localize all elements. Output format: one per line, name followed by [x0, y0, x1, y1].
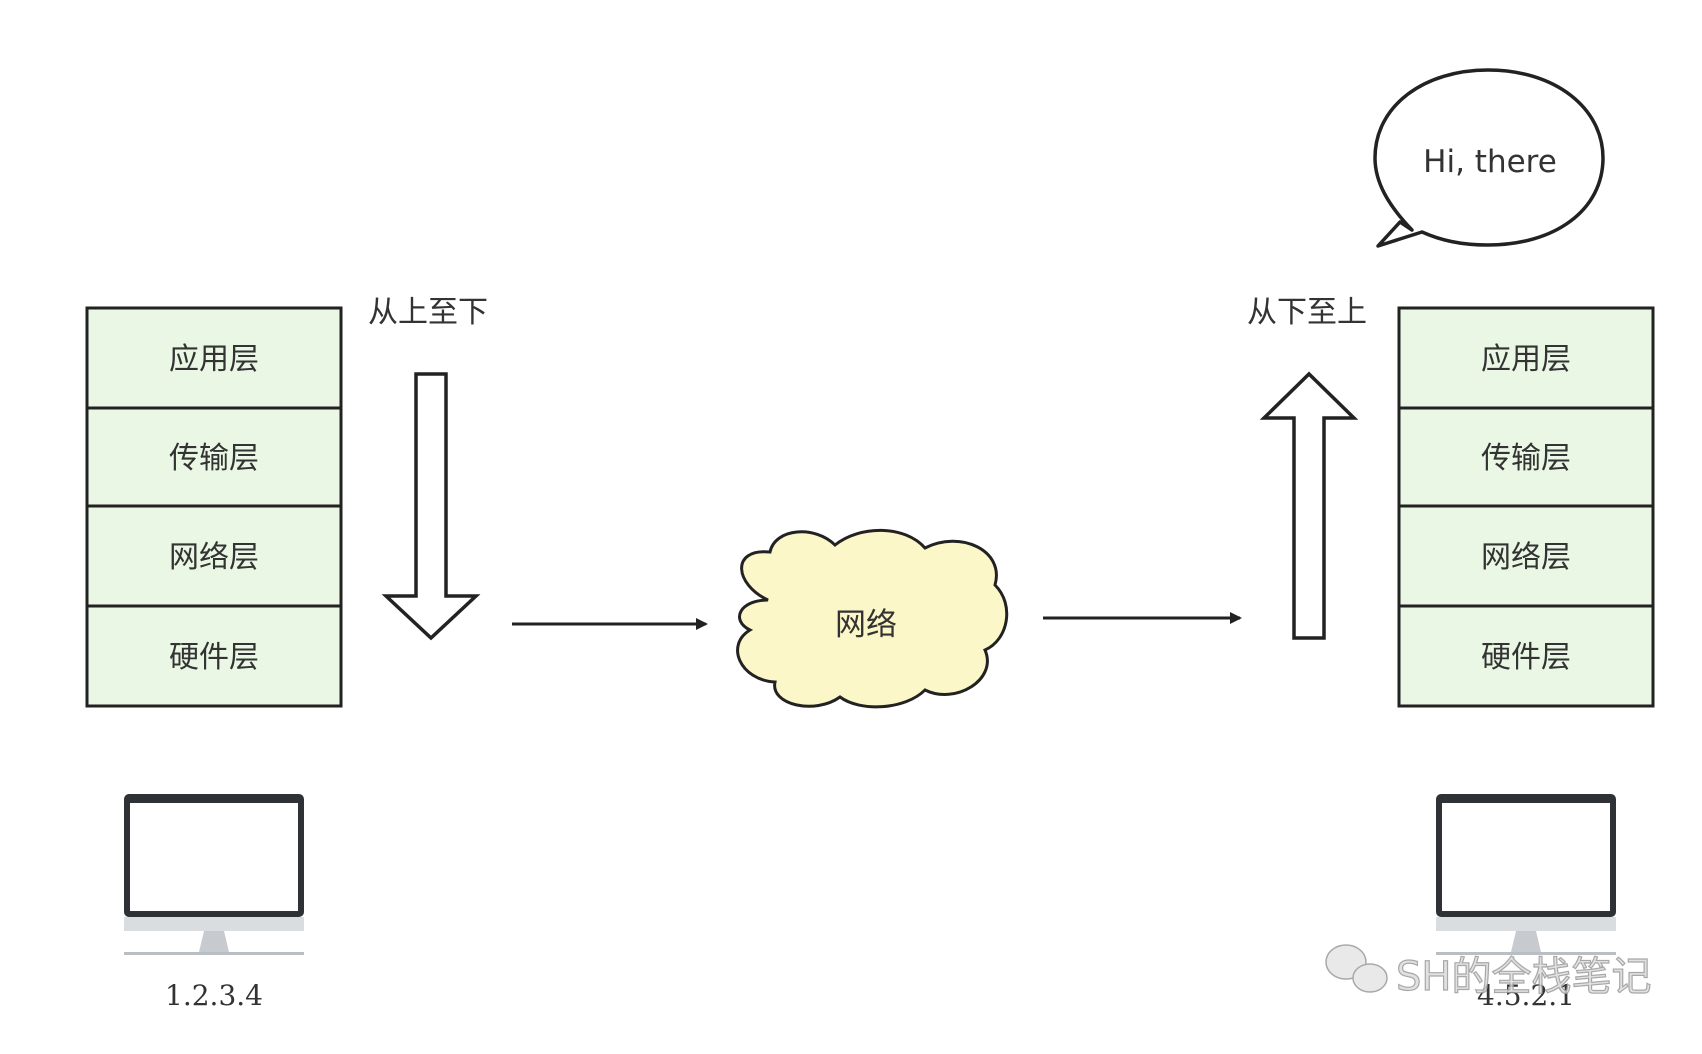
left-computer: 1.2.3.4: [124, 794, 304, 1012]
speech-bubble-text: Hi, there: [1423, 144, 1557, 180]
network-label: 网络: [835, 607, 897, 643]
right-layer-hardware: 硬件层: [1481, 640, 1571, 675]
right-protocol-stack: 应用层 传输层 网络层 硬件层: [1397, 306, 1655, 708]
monitor-icon: [124, 794, 304, 955]
network-cloud: 网络: [736, 528, 1009, 709]
right-layer-application: 应用层: [1481, 342, 1571, 377]
cloud-icon: [736, 528, 1009, 709]
up-arrow-icon: [1259, 371, 1359, 640]
speech-bubble: Hi, there: [1373, 68, 1605, 248]
left-layer-box-hardware: [85, 604, 343, 708]
left-layer-transport: 传输层: [169, 441, 259, 476]
monitor-icon: [1436, 794, 1616, 955]
right-ip-address: 4.5.2.1: [1477, 979, 1575, 1012]
left-layer-network: 网络层: [169, 540, 259, 575]
watermark: SH的全栈笔记: [1325, 944, 1652, 1001]
right-layer-transport: 传输层: [1481, 441, 1571, 476]
left-layer-box-application: [85, 306, 343, 410]
left-layer-hardware: 硬件层: [169, 640, 259, 675]
down-arrow-icon: [381, 372, 481, 641]
left-layer-box-network: [85, 504, 343, 608]
left-protocol-stack: 应用层 传输层 网络层 硬件层: [85, 306, 343, 708]
left-layer-box-transport: [85, 406, 343, 508]
speech-bubble-icon: [1373, 68, 1605, 248]
left-layer-application: 应用层: [169, 342, 259, 377]
right-direction-label: 从下至上: [1247, 295, 1367, 330]
right-layer-box-network: [1397, 504, 1655, 608]
right-layer-box-hardware: [1397, 604, 1655, 708]
watermark-text: SH的全栈笔记: [1396, 954, 1651, 1000]
wechat-icon: [1325, 944, 1388, 993]
right-computer: 4.5.2.1: [1436, 794, 1616, 1012]
left-direction-label: 从上至下: [368, 295, 488, 330]
left-ip-address: 1.2.3.4: [165, 979, 263, 1012]
right-layer-network: 网络层: [1481, 540, 1571, 575]
